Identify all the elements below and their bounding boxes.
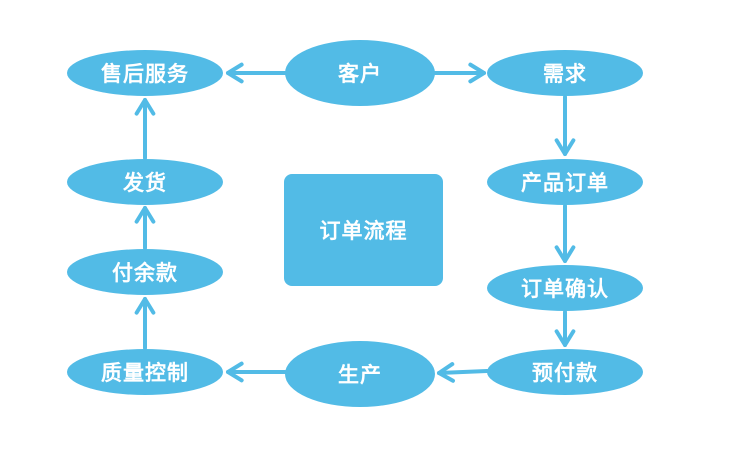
- arrow-customer-to-after-sales: [226, 62, 287, 84]
- arrow-production-to-quality-control: [226, 361, 287, 383]
- arrow-balance-payment-to-shipping: [134, 206, 156, 250]
- arrow-customer-to-demand: [433, 62, 486, 84]
- center-title-box: 订单流程: [284, 174, 443, 286]
- node-order-confirm: 订单确认: [487, 265, 643, 311]
- arrow-prepayment-to-production: [437, 362, 489, 383]
- node-balance-payment: 付余款: [67, 249, 223, 295]
- node-product-order: 产品订单: [487, 159, 643, 205]
- node-prepayment: 预付款: [487, 349, 643, 395]
- node-production: 生产: [285, 341, 435, 407]
- arrow-demand-to-product-order: [554, 95, 576, 156]
- node-customer: 客户: [285, 40, 435, 106]
- arrow-quality-control-to-balance-payment: [134, 297, 156, 350]
- node-demand: 需求: [487, 50, 643, 96]
- arrow-shipping-to-after-sales: [134, 98, 156, 160]
- node-after-sales: 售后服务: [67, 50, 223, 96]
- node-shipping: 发货: [67, 159, 223, 205]
- node-quality-control: 质量控制: [67, 349, 223, 395]
- arrow-product-order-to-order-confirm: [554, 204, 576, 263]
- arrow-order-confirm-to-prepayment: [554, 310, 576, 347]
